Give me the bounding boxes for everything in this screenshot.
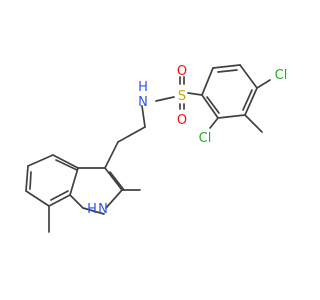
amide-nitrogen-label: N xyxy=(138,95,148,110)
molecule-diagram: N H S O O Cl Cl H N xyxy=(25,64,288,233)
chlorine-top-label: Cl xyxy=(275,68,288,83)
indole-hydrogen-label: H xyxy=(87,202,97,217)
bonds xyxy=(25,64,271,233)
chlorine-bottom-label: Cl xyxy=(199,131,212,146)
oxygen-bottom-label: O xyxy=(177,113,187,128)
indole-nitrogen-label: N xyxy=(98,202,108,217)
sulfur-label: S xyxy=(178,89,186,104)
amide-hydrogen-label: H xyxy=(138,80,148,95)
oxygen-top-label: O xyxy=(177,64,187,79)
